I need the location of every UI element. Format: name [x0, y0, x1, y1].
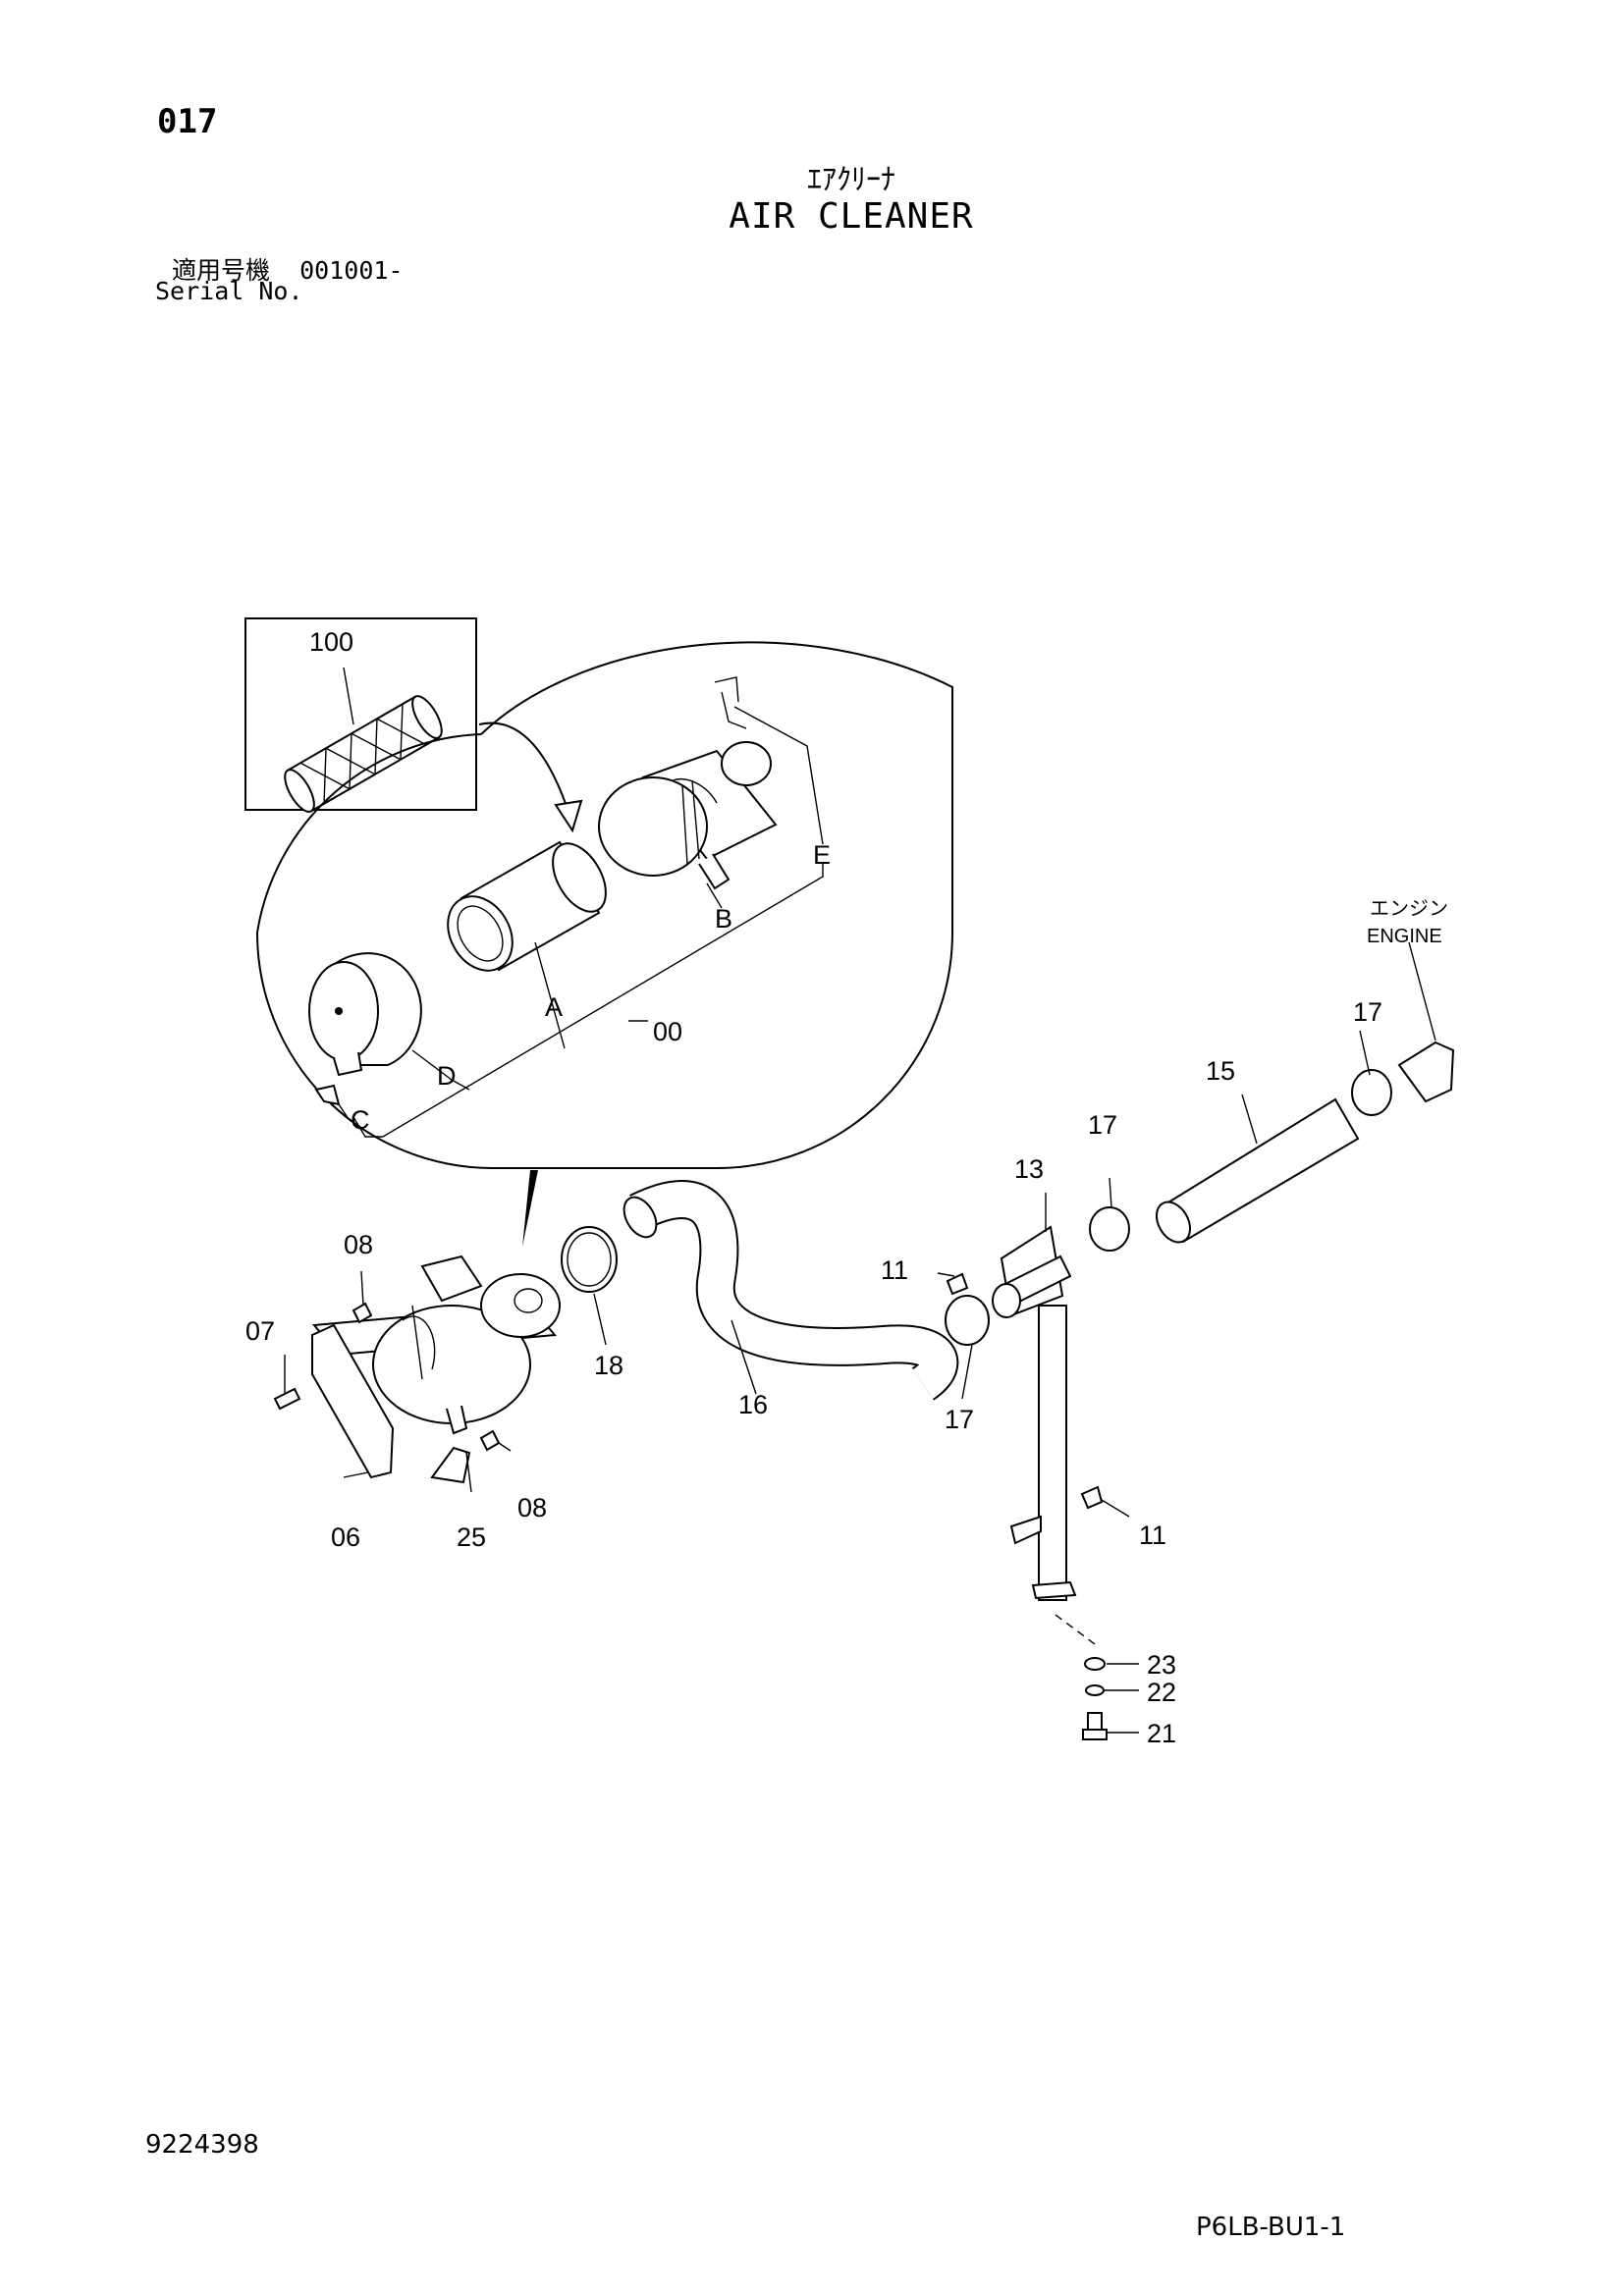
pointer-icon — [522, 1170, 538, 1247]
sheet-code: P6LB-BU1-1 — [1196, 2213, 1346, 2242]
callout-17-middle: 17 — [1088, 1110, 1117, 1140]
page-number: 017 — [157, 102, 218, 141]
callout-e: E — [813, 840, 831, 870]
callout-d: D — [437, 1061, 457, 1091]
callout-22: 22 — [1147, 1678, 1176, 1707]
callout-100: 100 — [309, 627, 353, 657]
serial-label-ja: 適用号機 — [172, 256, 271, 285]
hose-clamp-18 — [561, 1226, 618, 1293]
title-japanese: ｴｱｸﾘｰﾅ — [807, 163, 895, 197]
callout-a: A — [545, 992, 563, 1022]
pipe-13 — [992, 1225, 1077, 1601]
callout-16: 16 — [738, 1390, 768, 1419]
engine-inlet — [1397, 1041, 1455, 1103]
engine-label-ja: エンジン — [1370, 898, 1448, 920]
air-cleaner-assembly — [312, 1255, 561, 1435]
exploded-view-capsule — [255, 641, 953, 1169]
hose-15 — [1155, 1097, 1360, 1244]
callout-08-lower: 08 — [517, 1493, 547, 1522]
callout-11-upper: 11 — [881, 1255, 908, 1285]
callout-18: 18 — [594, 1351, 623, 1380]
bolt-icons — [273, 1302, 501, 1452]
clip-25 — [430, 1446, 471, 1484]
page-title: AIR CLEANER — [729, 196, 974, 237]
callout-17-lower: 17 — [945, 1405, 974, 1434]
clamp-17-lower — [945, 1295, 990, 1346]
serial-row-ja: 適用号機 001001- — [172, 251, 403, 287]
callout-b: B — [715, 904, 732, 934]
callout-13: 13 — [1014, 1154, 1044, 1184]
filter-element-icon — [284, 695, 443, 813]
serial-label-en: Serial No. — [155, 277, 303, 305]
bolt-11-upper — [946, 1272, 969, 1296]
clamp-17-middle — [1089, 1206, 1130, 1252]
callout-06: 06 — [331, 1522, 360, 1552]
callout-c: C — [351, 1105, 370, 1135]
document-number: 9224398 — [145, 2130, 259, 2160]
callout-00: 00 — [653, 1017, 682, 1046]
callout-21: 21 — [1147, 1719, 1176, 1748]
serial-value: 001001- — [299, 256, 404, 285]
engine-label-en: ENGINE — [1367, 926, 1442, 947]
arrow-icon — [478, 721, 583, 833]
inset-frame — [244, 617, 477, 811]
cover-d — [308, 952, 422, 1077]
callout-17-upper: 17 — [1353, 997, 1382, 1027]
bracket-06 — [311, 1323, 395, 1479]
fastener-stack — [1055, 1614, 1108, 1740]
air-cleaner-body-b — [598, 676, 778, 890]
callout-23: 23 — [1147, 1650, 1176, 1680]
callout-11-lower: 11 — [1139, 1521, 1166, 1550]
bolt-11-lower — [1080, 1485, 1104, 1510]
filter-element-a — [447, 840, 607, 972]
callout-07: 07 — [245, 1316, 275, 1346]
callout-15: 15 — [1206, 1056, 1235, 1086]
callout-08-upper: 08 — [344, 1230, 373, 1259]
callout-25: 25 — [457, 1522, 486, 1552]
valve-c — [314, 1084, 341, 1106]
inset-filter-box — [244, 617, 477, 813]
clamp-17-upper — [1351, 1069, 1392, 1116]
